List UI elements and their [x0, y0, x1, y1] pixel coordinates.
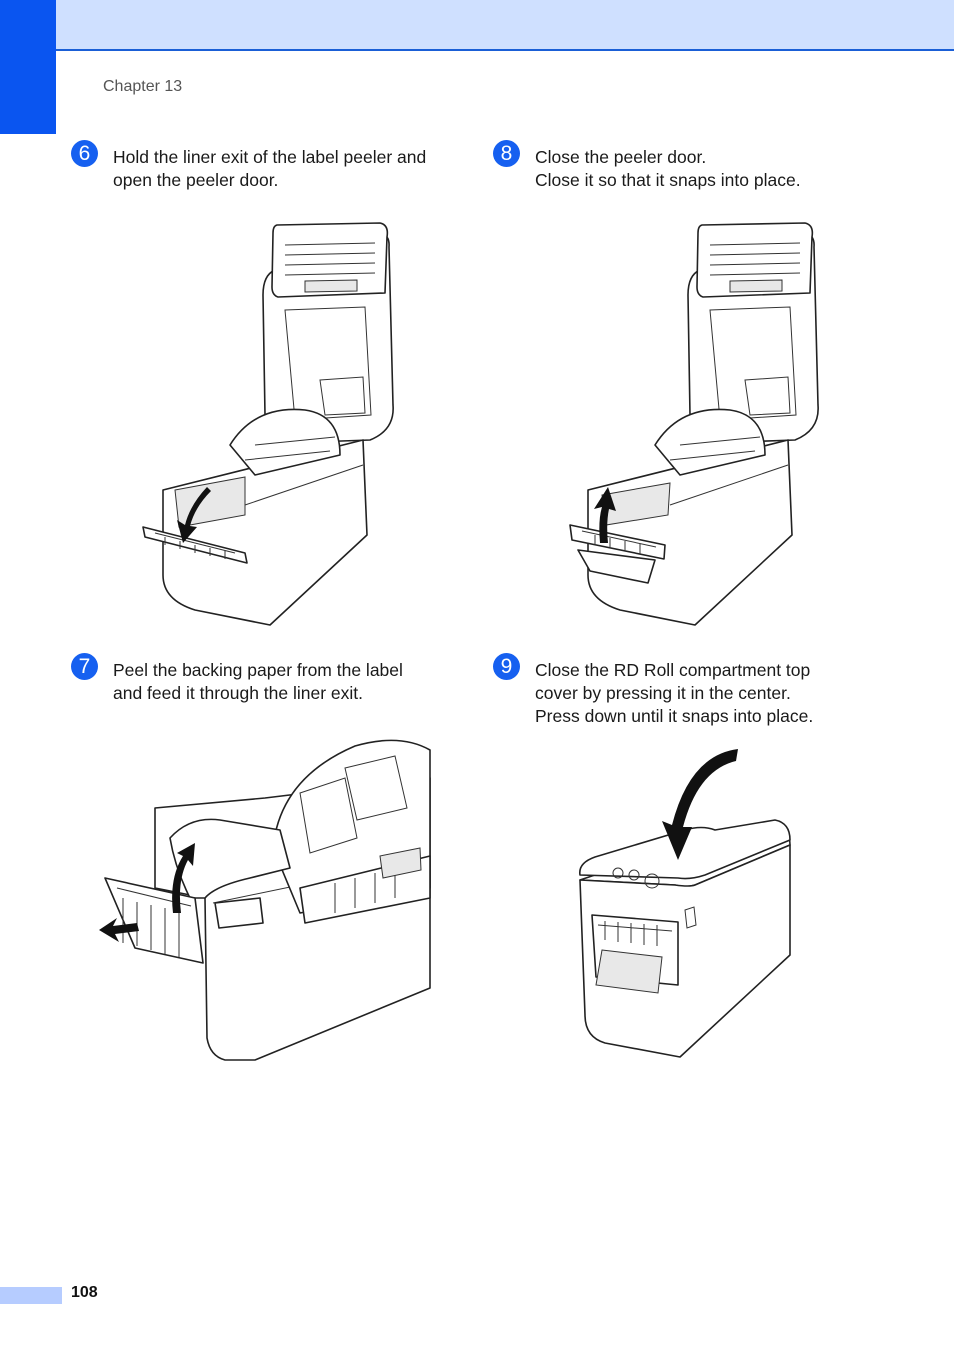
- step-number-badge: 7: [71, 653, 98, 680]
- step-text-line: cover by pressing it in the center.: [535, 683, 791, 703]
- step-number-badge: 6: [71, 140, 98, 167]
- printer-closed-illustration: [578, 749, 791, 1058]
- step-text-line: Close the RD Roll compartment top: [535, 660, 811, 680]
- step-text-line: Peel the backing paper from the label: [113, 660, 403, 680]
- step-number-badge: 8: [493, 140, 520, 167]
- step-8: 8 Close the peeler door. Close it so tha…: [493, 140, 801, 192]
- step-text-line: Close the peeler door.: [535, 147, 707, 167]
- step-text-line: Close it so that it snaps into place.: [535, 170, 801, 190]
- step-6: 6 Hold the liner exit of the label peele…: [71, 140, 427, 192]
- page-number: 108: [71, 1284, 98, 1301]
- step-7: 7 Peel the backing paper from the label …: [71, 653, 403, 705]
- step-text-line: open the peeler door.: [113, 170, 279, 190]
- chapter-label: Chapter 13: [103, 78, 183, 95]
- step-text-line: Hold the liner exit of the label peeler …: [113, 147, 427, 167]
- printer-close-peeler-illustration: [569, 222, 819, 626]
- step-9: 9 Close the RD Roll compartment top cove…: [493, 653, 814, 728]
- footer-band: [0, 1287, 62, 1304]
- chapter-tab: [0, 0, 56, 134]
- step-number-badge: 9: [493, 653, 520, 680]
- step-text-line: Press down until it snaps into place.: [535, 706, 814, 726]
- backing-paper-feed-illustration: [99, 739, 431, 1061]
- printer-open-peeler-illustration: [142, 222, 394, 626]
- header-band: [0, 0, 954, 51]
- step-text-line: and feed it through the liner exit.: [113, 683, 364, 703]
